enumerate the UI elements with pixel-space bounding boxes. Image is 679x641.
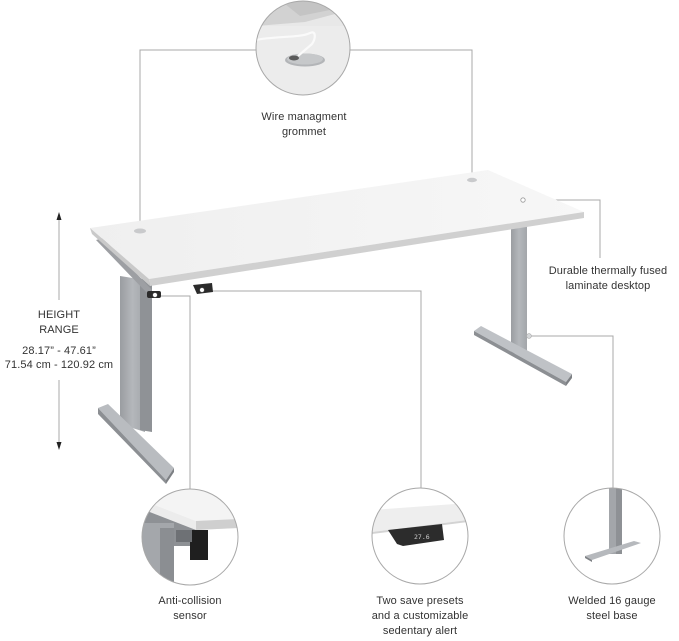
grommet-label-line1: Wire managment	[261, 111, 347, 123]
height-range-inches: 28.17” - 47.61”	[22, 345, 96, 357]
sensor-detail-icon	[141, 488, 239, 586]
desktop	[90, 170, 584, 339]
presets-label: Two save presets and a customizable sede…	[350, 594, 490, 639]
height-range-centimeters: 71.54 cm - 120.92 cm	[4, 359, 114, 371]
anti-collision-label: Anti-collision sensor	[130, 594, 250, 624]
presets-label-line1: Two save presets	[376, 595, 464, 607]
steel-base-detail-icon	[563, 487, 661, 585]
steel-base-label-line2: steel base	[586, 610, 638, 622]
steel-base-label: Welded 16 gauge steel base	[552, 594, 672, 624]
anti-collision-label-line2: sensor	[173, 610, 207, 622]
display-readout: 27.6	[414, 533, 430, 541]
anti-collision-label-line1: Anti-collision	[158, 595, 222, 607]
right-leg	[474, 226, 572, 386]
control-panel-detail-icon: 27.6	[371, 487, 469, 585]
grommet-label: Wire managment grommet	[229, 110, 379, 140]
laminate-label: Durable thermally fused laminate desktop	[538, 264, 678, 294]
presets-label-line3: sedentary alert	[382, 625, 458, 637]
laminate-label-line1: Durable thermally fused	[548, 265, 668, 277]
height-range-title-line1: HEIGHT	[37, 309, 81, 321]
grommet-detail-icon	[255, 0, 351, 96]
height-range-title-line2: RANGE	[39, 324, 79, 336]
height-arrow-heads	[56, 212, 62, 450]
steel-base-label-line1: Welded 16 gauge	[568, 595, 656, 607]
height-range-label: HEIGHT RANGE 28.17” - 47.61” 71.54 cm - …	[0, 308, 122, 372]
presets-label-line2: and a customizable	[371, 610, 469, 622]
laminate-label-line2: laminate desktop	[565, 280, 651, 292]
grommet-label-line2: grommet	[281, 126, 327, 138]
left-leg	[98, 276, 174, 484]
